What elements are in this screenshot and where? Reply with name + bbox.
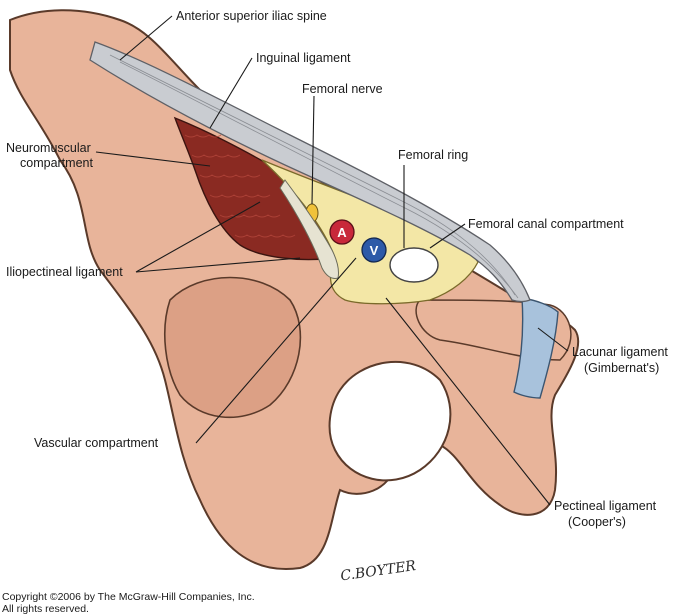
lacunar-ligament xyxy=(513,297,559,399)
femoral-ring xyxy=(389,247,439,283)
copyright-line-2: All rights reserved. xyxy=(2,603,89,615)
leader-inguinal xyxy=(209,57,253,129)
label-inguinal-ligament: Inguinal ligament xyxy=(256,51,351,65)
label-pectineal-1: Pectineal ligament xyxy=(554,499,657,513)
leader-vascular xyxy=(195,257,357,444)
femoral-vein xyxy=(361,237,387,263)
label-neuromuscular-1: Neuromuscular xyxy=(6,141,91,155)
leader-femoral-canal xyxy=(429,223,466,249)
muscle-fiber-texture xyxy=(184,134,296,238)
leader-neuro xyxy=(95,151,211,167)
label-neuromuscular-2: compartment xyxy=(20,156,93,170)
pelvic-bone xyxy=(9,9,580,570)
leader-asis xyxy=(119,15,173,61)
femoral-artery xyxy=(329,219,355,245)
label-pectineal-2: (Cooper's) xyxy=(568,515,626,529)
label-iliopectineal: Iliopectineal ligament xyxy=(6,265,123,279)
label-lacunar-2: (Gimbernat's) xyxy=(584,361,659,375)
label-femoral-nerve: Femoral nerve xyxy=(302,82,383,96)
leader-femoral-nerve xyxy=(311,95,315,205)
leader-iliopectineal-2 xyxy=(135,257,301,273)
obturator-foramen xyxy=(328,360,452,482)
leader-lines xyxy=(95,15,569,506)
acetabulum xyxy=(164,276,302,419)
artist-signature: C.BOYTER xyxy=(339,558,417,584)
label-lacunar-1: Lacunar ligament xyxy=(572,345,668,359)
copyright-line-1: Copyright ©2006 by The McGraw-Hill Compa… xyxy=(2,591,255,603)
label-femoral-ring: Femoral ring xyxy=(398,148,468,162)
label-vascular: Vascular compartment xyxy=(34,436,159,450)
artery-letter: A xyxy=(337,225,347,240)
leader-lacunar xyxy=(537,327,569,352)
inguinal-ligament xyxy=(89,41,531,303)
vein-letter: V xyxy=(370,243,379,258)
label-asis: Anterior superior iliac spine xyxy=(176,9,327,23)
leader-iliopectineal-1 xyxy=(135,201,261,273)
label-femoral-canal: Femoral canal compartment xyxy=(468,217,624,231)
ligament-fiber-lines xyxy=(109,54,519,299)
leader-pectineal xyxy=(385,297,551,506)
